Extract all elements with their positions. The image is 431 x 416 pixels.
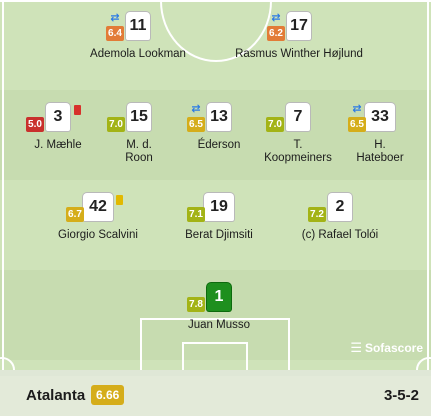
team-name: Atalanta [26,387,86,404]
player-rating: 5.0 [26,117,44,132]
player-musso[interactable]: 1 7.8 Juan Musso [159,283,279,332]
shirt-number: 1 [207,283,231,311]
player-maehle[interactable]: 3 5.0 J. Mæhle [0,103,118,152]
player-rating: 7.0 [107,117,125,132]
shirt-number: 3 [46,103,70,131]
player-toloi[interactable]: 2 7.2 (c) Rafael Tolói [280,193,400,242]
shirt-number: 11 [126,12,150,40]
player-rating: 7.8 [187,297,205,312]
pitch-right-line [427,0,429,370]
penalty-box [140,318,290,370]
player-rating: 6.4 [106,26,124,41]
team-summary-bar: Atalanta 6.66 3-5-2 [0,376,431,416]
shirt-number: 17 [287,12,311,40]
team-formation: 3-5-2 [383,387,419,404]
shirt-number: 2 [328,193,352,221]
player-name: Ademola Lookman [90,48,186,60]
player-rating: 7.1 [187,207,205,222]
player-name: Berat Djimsiti [185,229,253,241]
player-rating: 7.2 [308,207,326,222]
corner-arc-left [0,357,15,370]
substitution-icon: ⇄ [191,103,201,115]
player-name: Juan Musso [187,319,250,331]
player-rating: 6.7 [66,207,84,222]
sofascore-logo-icon: ☰ [350,340,362,355]
player-scalvini[interactable]: 42 6.7 Giorgio Scalvini [38,193,158,242]
shirt-number: 42 [83,193,113,221]
pitch-left-line [2,0,4,370]
sofascore-label: Sofascore [364,341,423,355]
shirt-number: 7 [286,103,310,131]
player-name: J. Mæhle [34,139,82,151]
red-card-icon [74,105,81,115]
player-hateboer[interactable]: ⇄ 33 6.5 H. Hateboer [320,103,431,165]
player-name: H. Hateboer [356,139,404,164]
player-djimsiti[interactable]: 19 7.1 Berat Djimsiti [159,193,279,242]
player-name: Éderson [197,139,241,151]
player-name: T. Koopmeiners [264,139,332,164]
player-rating: 6.5 [187,117,205,132]
corner-arc-right [416,357,431,370]
player-rating: 6.2 [267,26,285,41]
sofascore-logo: ☰ Sofascore [350,340,423,356]
player-name: Rasmus Winther Højlund [235,48,363,60]
player-name: M. d. Roon [125,139,153,164]
player-hojlund[interactable]: ⇄ 17 6.2 Rasmus Winther Højlund [235,12,363,61]
shirt-number: 13 [207,103,231,131]
player-name: (c) Rafael Tolói [301,229,379,241]
shirt-number: 33 [365,103,395,131]
shirt-number: 15 [127,103,151,131]
substitution-icon: ⇄ [271,12,281,24]
player-deroon[interactable]: 15 7.0 M. d. Roon [79,103,199,165]
goal-area [182,342,248,370]
player-rating: 7.0 [266,117,284,132]
team-rating-badge: 6.66 [91,385,125,405]
shirt-number: 19 [204,193,234,221]
yellow-card-icon [116,195,123,205]
player-koopmeiners[interactable]: 7 7.0 T. Koopmeiners [238,103,358,165]
substitution-icon: ⇄ [352,103,362,115]
player-ederson[interactable]: ⇄ 13 6.5 Éderson [159,103,279,152]
player-name: Giorgio Scalvini [58,229,138,241]
player-lookman[interactable]: ⇄ 11 6.4 Ademola Lookman [78,12,198,61]
substitution-icon: ⇄ [110,12,120,24]
player-rating: 6.5 [348,117,366,132]
